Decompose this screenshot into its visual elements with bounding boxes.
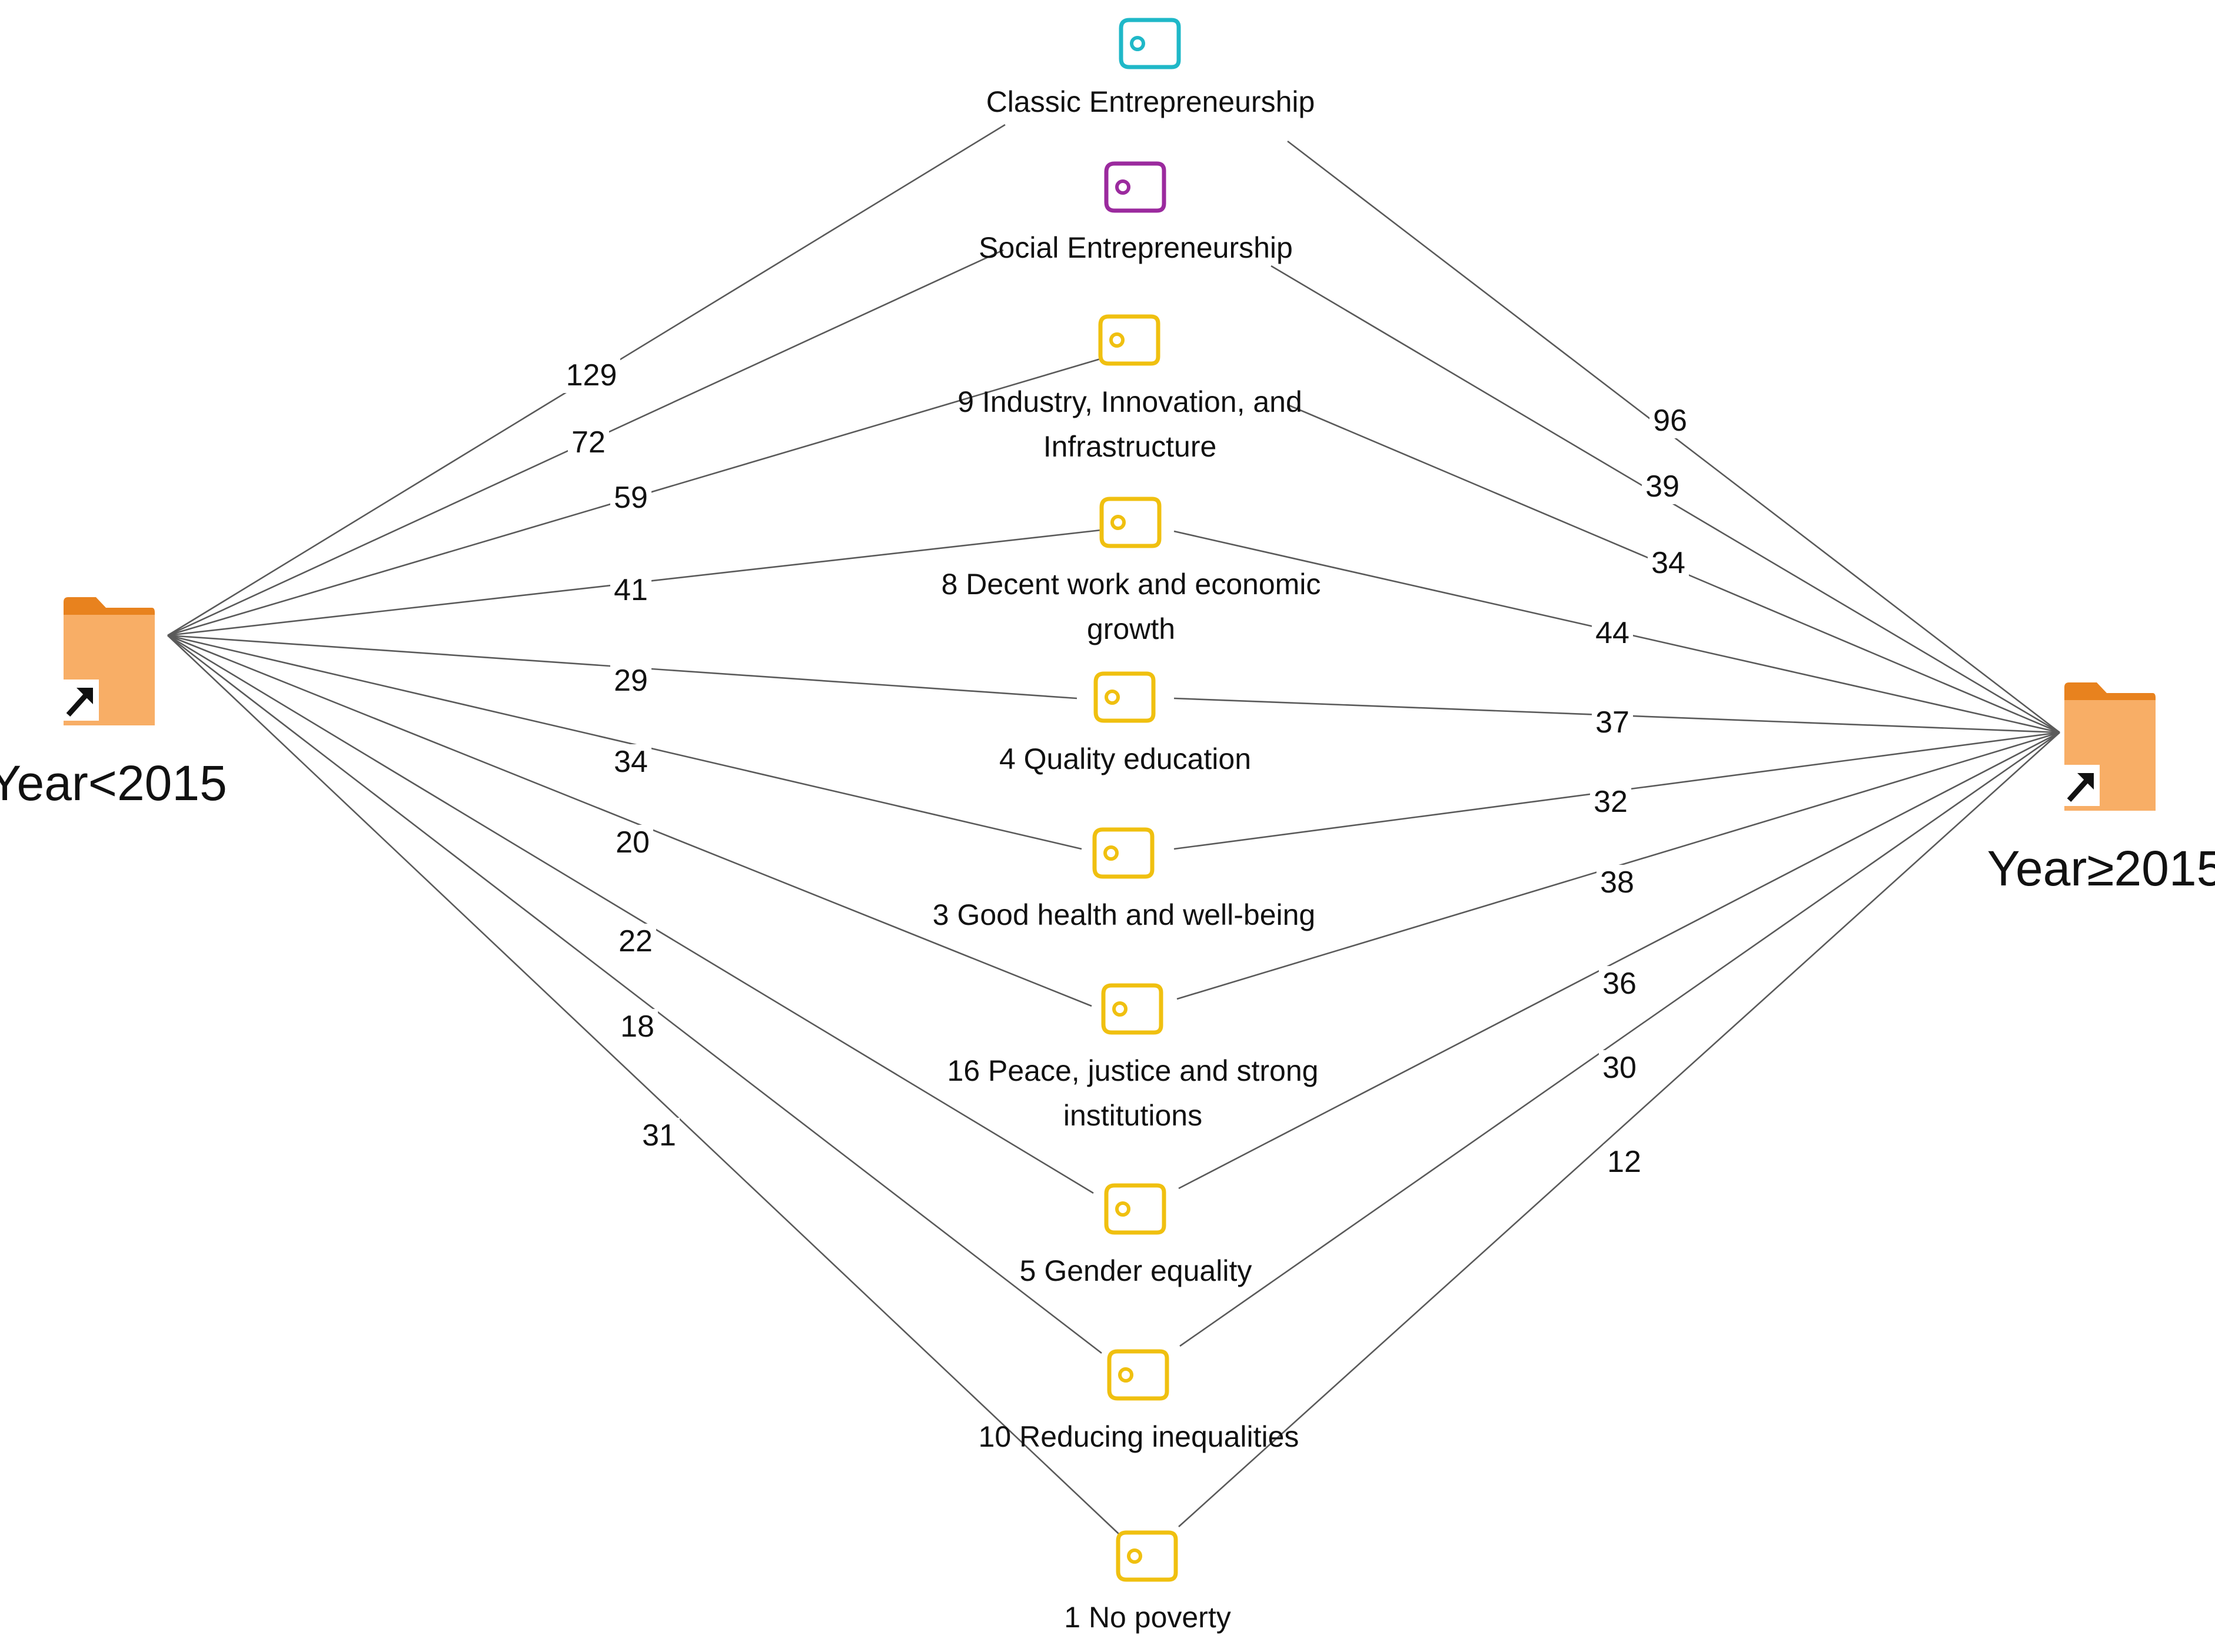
edge-labels-layer: 129 96 72 39 59 34 41 44 29 37 34 32 20 38 22 36 18 30 31 1…	[563, 358, 1691, 1180]
code-node-label-sdg9: 9 Industry, Innovation, and	[957, 385, 1302, 418]
source-label-since-2015: Year≥2015	[1987, 841, 2215, 896]
edge-count-since-2015-sdg16-bg	[1597, 865, 1638, 900]
edge-count-since-2015-sdg3-bg	[1590, 784, 1631, 820]
code-node-label-classic: Classic Entrepreneurship	[986, 85, 1315, 118]
edge-count-since-2015-sdg4-bg	[1592, 705, 1633, 740]
edge-count-since-2015-sdg1-bg	[1604, 1144, 1645, 1180]
code-node-label-sdg3: 3 Good health and well-being	[933, 898, 1315, 931]
edge-count-before-2015-sdg9-bg	[610, 480, 651, 515]
edge-count-since-2015-classic: 96	[1653, 404, 1687, 438]
code-node-sdg5[interactable]: 5 Gender equality	[1020, 1183, 1252, 1287]
code-node-label-sdg16: 16 Peace, justice and strong	[947, 1054, 1319, 1087]
edge-count-before-2015-sdg10: 18	[620, 1010, 654, 1044]
source-node-before-2015[interactable]: Year<2015	[0, 597, 227, 811]
edge-count-since-2015-sdg8: 44	[1595, 616, 1629, 650]
edge-before-2015-sdg1	[167, 635, 1120, 1535]
code-tag-icon	[1119, 18, 1181, 69]
code-node-label-sdg9-line2: Infrastructure	[1043, 430, 1217, 463]
code-node-sdg4[interactable]: 4 Quality education	[999, 671, 1251, 775]
edge-count-before-2015-social-bg	[568, 425, 609, 460]
code-node-label-social: Social Entrepreneurship	[979, 231, 1293, 264]
code-node-sdg3[interactable]: 3 Good health and well-being	[933, 827, 1315, 931]
folder-icon	[2061, 682, 2156, 811]
code-node-classic[interactable]: Classic Entrepreneurship	[986, 18, 1315, 118]
edge-count-since-2015-sdg10: 30	[1602, 1051, 1637, 1085]
code-node-label-sdg16-line2: institutions	[1063, 1099, 1202, 1132]
edge-since-2015-sdg5	[1178, 731, 2060, 1190]
edge-count-before-2015-classic: 129	[566, 358, 617, 392]
edge-count-before-2015-sdg4-bg	[610, 663, 651, 698]
edge-count-before-2015-social: 72	[571, 425, 606, 459]
edge-count-before-2015-sdg3: 34	[614, 745, 648, 779]
edge-count-since-2015-sdg9-bg	[1648, 545, 1689, 581]
code-tag-icon	[1092, 827, 1155, 879]
edge-count-before-2015-sdg9: 59	[614, 481, 648, 515]
code-tag-icon	[1101, 983, 1163, 1035]
folder-icon	[60, 597, 155, 725]
edge-count-before-2015-sdg10-bg	[617, 1009, 658, 1044]
code-node-label-sdg8-line2: growth	[1087, 612, 1175, 645]
edge-before-2015-sdg10	[167, 634, 1102, 1354]
code-node-sdg1[interactable]: 1 No poverty	[1064, 1530, 1231, 1634]
edge-count-since-2015-sdg8-bg	[1592, 615, 1633, 651]
code-tag-icon	[1099, 497, 1162, 548]
source-label-before-2015: Year<2015	[0, 755, 227, 811]
edge-before-2015-sdg16	[167, 634, 1092, 1007]
code-tag-icon	[1098, 314, 1160, 366]
code-tag-icon	[1116, 1530, 1178, 1582]
shortcut-arrow-icon	[2061, 765, 2100, 806]
code-node-social[interactable]: Social Entrepreneurship	[979, 161, 1293, 264]
code-node-label-sdg8: 8 Decent work and economic	[942, 568, 1321, 601]
edge-count-before-2015-sdg4: 29	[614, 664, 648, 698]
source-node-since-2015[interactable]: Year≥2015	[1987, 682, 2215, 896]
code-node-sdg16[interactable]: 16 Peace, justice and strong institutions	[947, 983, 1319, 1132]
edge-count-since-2015-sdg4: 37	[1595, 705, 1629, 740]
edge-count-since-2015-sdg9: 34	[1651, 546, 1685, 580]
edge-count-since-2015-classic-bg	[1649, 403, 1691, 438]
edge-count-before-2015-sdg1-bg	[638, 1118, 680, 1153]
edge-count-before-2015-sdg8: 41	[614, 573, 648, 607]
code-node-label-sdg5: 5 Gender equality	[1020, 1254, 1252, 1287]
edge-count-before-2015-classic-bg	[563, 358, 620, 393]
edge-count-since-2015-sdg5-bg	[1599, 966, 1640, 1001]
code-node-sdg8[interactable]: 8 Decent work and economic growth	[942, 497, 1321, 645]
code-node-label-sdg1: 1 No poverty	[1064, 1601, 1230, 1634]
edge-count-since-2015-social-bg	[1642, 469, 1683, 504]
edge-count-since-2015-social: 39	[1645, 469, 1679, 504]
edge-count-before-2015-sdg1: 31	[642, 1118, 676, 1153]
code-tag-icon	[1107, 1349, 1169, 1401]
edge-count-before-2015-sdg5-bg	[615, 924, 656, 959]
edge-count-before-2015-sdg5: 22	[618, 924, 653, 958]
edge-count-before-2015-sdg16-bg	[612, 825, 653, 860]
code-node-label-sdg10: 10 Reducing inequalities	[979, 1420, 1299, 1453]
code-node-sdg9[interactable]: 9 Industry, Innovation, andInfrastructur…	[957, 314, 1302, 463]
edge-count-before-2015-sdg16: 20	[616, 825, 650, 860]
edge-count-before-2015-sdg8-bg	[610, 572, 651, 608]
edge-count-since-2015-sdg3: 32	[1594, 785, 1628, 819]
edge-count-since-2015-sdg1: 12	[1607, 1145, 1641, 1179]
edge-count-since-2015-sdg5: 36	[1602, 967, 1637, 1001]
code-node-label-sdg4: 4 Quality education	[999, 742, 1251, 775]
code-tag-icon	[1104, 1183, 1166, 1235]
edge-since-2015-sdg10	[1179, 731, 2060, 1347]
code-tag-icon	[1093, 671, 1156, 723]
edge-count-since-2015-sdg10-bg	[1599, 1050, 1640, 1085]
edge-count-before-2015-sdg3-bg	[610, 744, 651, 780]
code-node-sdg10[interactable]: 10 Reducing inequalities	[979, 1349, 1299, 1453]
edge-count-since-2015-sdg16: 38	[1600, 865, 1634, 900]
code-tag-icon	[1104, 161, 1166, 213]
edge-before-2015-sdg3	[167, 634, 1082, 850]
edge-since-2015-sdg1	[1178, 732, 2060, 1527]
edge-before-2015-sdg5	[167, 634, 1094, 1194]
shortcut-arrow-icon	[60, 680, 99, 721]
